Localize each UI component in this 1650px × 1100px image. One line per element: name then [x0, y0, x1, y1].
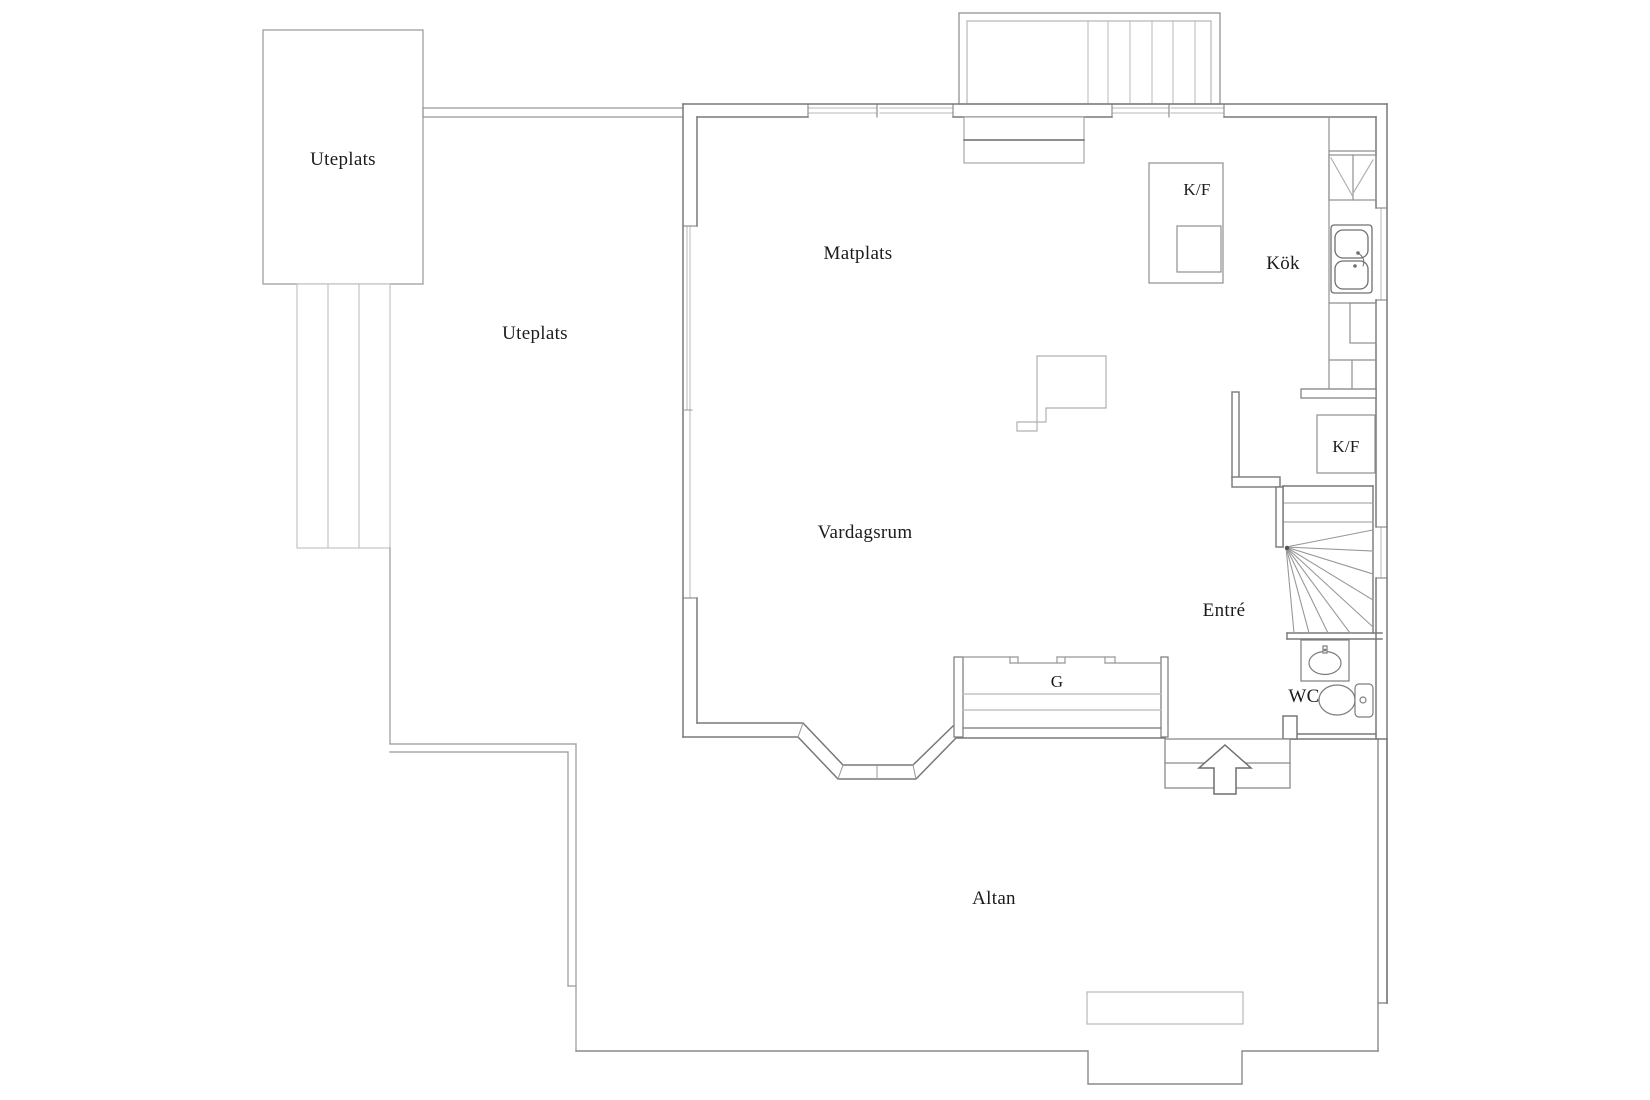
- outdoor-areas: [262, 29, 1388, 1085]
- label-uteplats-left: Uteplats: [502, 323, 568, 344]
- stair-fan-treads: [1285, 529, 1374, 634]
- label-entre: Entré: [1202, 600, 1246, 621]
- wc-room: [1286, 632, 1383, 718]
- toilet-icon: [1318, 683, 1374, 718]
- house-walls: [682, 103, 1388, 1004]
- deck-edge: [575, 738, 1388, 1085]
- windows: [682, 103, 1388, 780]
- label-garderob: G: [1050, 672, 1064, 691]
- label-altan: Altan: [972, 888, 1016, 909]
- fence-southwest: [389, 743, 577, 1052]
- entrance-porch: [1164, 738, 1291, 795]
- entrance-arrow: [1197, 743, 1253, 795]
- sink-icon: [1300, 639, 1350, 682]
- chimney-outline: [1016, 355, 1107, 432]
- label-kok: Kök: [1266, 253, 1300, 274]
- label-wc: WC: [1288, 686, 1320, 707]
- fridge-freezer-upper: [1148, 162, 1224, 284]
- label-matplats: Matplats: [823, 243, 893, 264]
- label-kf-upper: K/F: [1183, 180, 1211, 199]
- appliance-boxes: [1148, 162, 1376, 474]
- walkway-planks: [296, 283, 391, 549]
- exterior-stairs-top: [958, 12, 1221, 105]
- kitchen-counter: [1300, 116, 1377, 399]
- patio-top-rect: [262, 29, 424, 285]
- interior-stairs: [1282, 485, 1374, 634]
- label-vardagsrum: Vardagsrum: [817, 522, 913, 543]
- label-uteplats-top: Uteplats: [310, 149, 376, 170]
- exterior-stair-treads: [1087, 20, 1196, 105]
- label-kf-lower: K/F: [1332, 437, 1360, 456]
- entry-partition-wall: [1231, 391, 1284, 548]
- deck-bench: [1086, 991, 1244, 1025]
- fridge-freezer-lower: [1316, 414, 1376, 474]
- kitchen-sink-icon: [1330, 224, 1373, 294]
- sideboard: [963, 116, 1085, 164]
- fence-top: [422, 107, 684, 118]
- wardrobe: [953, 656, 1169, 738]
